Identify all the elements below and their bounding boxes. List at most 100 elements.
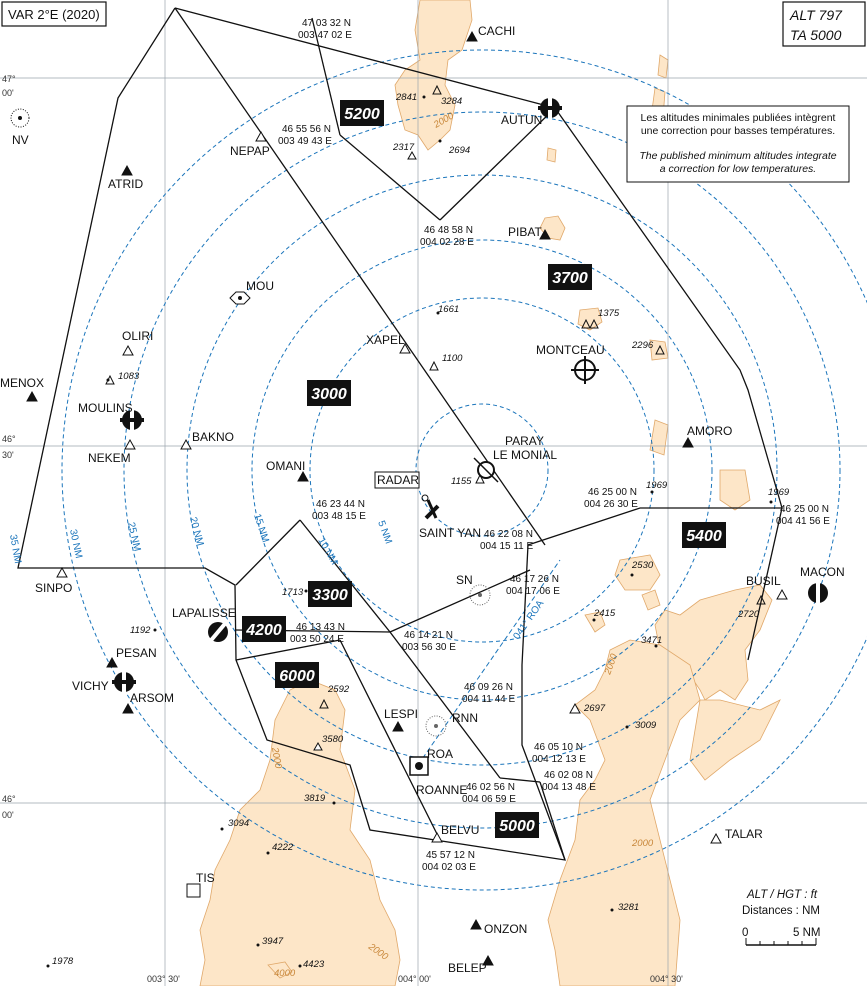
svg-text:004° 00': 004° 00' — [398, 974, 431, 984]
svg-text:10 NM: 10 NM — [315, 536, 339, 567]
saint-yan-runway-icon — [424, 504, 440, 520]
label-macon: MACON — [800, 565, 845, 579]
svg-text:3819: 3819 — [304, 793, 326, 804]
svg-text:46 22 08 N: 46 22 08 N — [484, 529, 533, 540]
svg-text:3300: 3300 — [312, 587, 348, 604]
svg-text:1375: 1375 — [598, 308, 620, 319]
svg-text:46 55 56 N: 46 55 56 N — [282, 124, 331, 135]
paray-aerodrome-icon — [473, 457, 499, 483]
label-paray: PARAY — [505, 434, 544, 448]
svg-text:15 NM: 15 NM — [251, 513, 271, 544]
svg-text:30': 30' — [2, 450, 14, 460]
rnn-ndb-icon — [425, 715, 447, 737]
svg-text:1969: 1969 — [646, 480, 668, 491]
svg-text:46°: 46° — [2, 434, 16, 444]
svg-text:3000: 3000 — [311, 386, 347, 403]
label-moulins: MOULINS — [78, 401, 133, 415]
svg-text:3700: 3700 — [552, 270, 588, 287]
autun-aerodrome-icon — [538, 96, 562, 120]
msa-4200: 4200 — [242, 616, 286, 642]
svg-text:004° 30': 004° 30' — [650, 974, 683, 984]
svg-text:Les altitudes minimales publié: Les altitudes minimales publiées intègre… — [641, 112, 836, 124]
svg-text:The published minimum altitude: The published minimum altitudes integrat… — [639, 150, 836, 162]
svg-text:1100: 1100 — [442, 353, 463, 364]
label-le-monial: LE MONIAL — [493, 448, 557, 462]
label-rnn: RNN — [452, 711, 478, 725]
svg-text:5000: 5000 — [499, 818, 535, 835]
svg-text:une correction pour basses tem: une correction pour basses températures. — [641, 125, 835, 137]
msa-3300: 3300 — [308, 581, 352, 607]
label-nekem: NEKEM — [88, 451, 131, 465]
label-oliri: OLIRI — [122, 329, 153, 343]
svg-text:45 57 12 N: 45 57 12 N — [426, 850, 475, 861]
variation-box: VAR 2°E (2020) — [1, 1, 107, 27]
svg-text:5 NM: 5 NM — [793, 927, 820, 939]
label-nepap: NEPAP — [230, 144, 270, 158]
svg-text:46 09 26 N: 46 09 26 N — [464, 682, 513, 693]
svg-text:004 41 56 E: 004 41 56 E — [776, 516, 830, 527]
svg-text:1083: 1083 — [118, 371, 140, 382]
svg-text:004 13 48 E: 004 13 48 E — [542, 782, 596, 793]
svg-text:1155: 1155 — [451, 476, 472, 487]
msa-3700: 3700 — [548, 264, 592, 290]
elevation-labels: 2841 3284 2317 2694 1661 1375 1100 2296 … — [52, 92, 790, 970]
svg-text:VAR 2°E (2020): VAR 2°E (2020) — [8, 7, 100, 22]
terrain — [199, 0, 781, 986]
svg-text:003 50 24 E: 003 50 24 E — [290, 634, 344, 645]
mou-vor-icon — [229, 291, 251, 305]
obstacle-markers — [46, 95, 773, 968]
svg-text:3471: 3471 — [641, 635, 662, 646]
temperature-note: Les altitudes minimales publiées intègre… — [626, 105, 850, 183]
label-roanne: ROANNE — [416, 783, 467, 797]
radar-icon — [374, 471, 438, 519]
reporting-points — [26, 30, 788, 966]
tis-vor-icon — [186, 883, 201, 898]
label-saint-yan: SAINT YAN — [419, 526, 481, 540]
svg-text:ALT 797: ALT 797 — [789, 7, 843, 23]
msa-5400: 5400 — [682, 522, 726, 548]
label-menox: MENOX — [0, 376, 44, 390]
msa-5000: 5000 — [495, 812, 539, 838]
svg-text:46 02 08 N: 46 02 08 N — [544, 770, 593, 781]
svg-text:1661: 1661 — [438, 304, 459, 315]
label-cachi: CACHI — [478, 24, 515, 38]
svg-text:2000: 2000 — [631, 838, 654, 849]
svg-text:004 02 28 E: 004 02 28 E — [420, 237, 474, 248]
svg-text:2697: 2697 — [583, 703, 606, 714]
svg-text:00': 00' — [2, 810, 14, 820]
lapalisse-aerodrome-icon — [208, 621, 228, 643]
svg-text:003 48 15 E: 003 48 15 E — [312, 511, 366, 522]
sn-ndb-icon — [469, 584, 491, 606]
svg-text:1978: 1978 — [52, 956, 74, 967]
vichy-aerodrome-icon — [112, 670, 136, 694]
svg-text:2530: 2530 — [631, 560, 654, 571]
label-atrid: ATRID — [108, 177, 143, 191]
sector-boundaries — [17, 7, 783, 861]
msa-5200: 5200 — [340, 100, 384, 126]
svg-text:2296: 2296 — [631, 340, 654, 351]
svg-text:004 15 11 E: 004 15 11 E — [480, 541, 534, 552]
label-talar: TALAR — [725, 827, 763, 841]
svg-text:3281: 3281 — [618, 902, 639, 913]
label-bakno: BAKNO — [192, 430, 234, 444]
svg-text:46 23 44 N: 46 23 44 N — [316, 499, 365, 510]
label-omani: OMANI — [266, 459, 305, 473]
svg-text:46 05 10 N: 46 05 10 N — [534, 742, 583, 753]
svg-text:5200: 5200 — [344, 106, 380, 123]
svg-text:2592: 2592 — [327, 684, 350, 695]
svg-text:5400: 5400 — [686, 528, 722, 545]
label-sinpo: SINPO — [35, 581, 72, 595]
label-autun: AUTUN — [501, 113, 542, 127]
label-sn: SN — [456, 573, 473, 587]
label-amoro: AMORO — [687, 424, 732, 438]
svg-text:004 11 44 E: 004 11 44 E — [462, 694, 516, 705]
label-radar: RADAR — [377, 473, 419, 487]
label-lespi: LESPI — [384, 707, 418, 721]
svg-text:4200: 4200 — [245, 622, 282, 639]
label-mou: MOU — [246, 279, 274, 293]
label-belvu: BELVU — [441, 823, 479, 837]
label-tis: TIS — [196, 871, 215, 885]
svg-text:6000: 6000 — [279, 668, 315, 685]
